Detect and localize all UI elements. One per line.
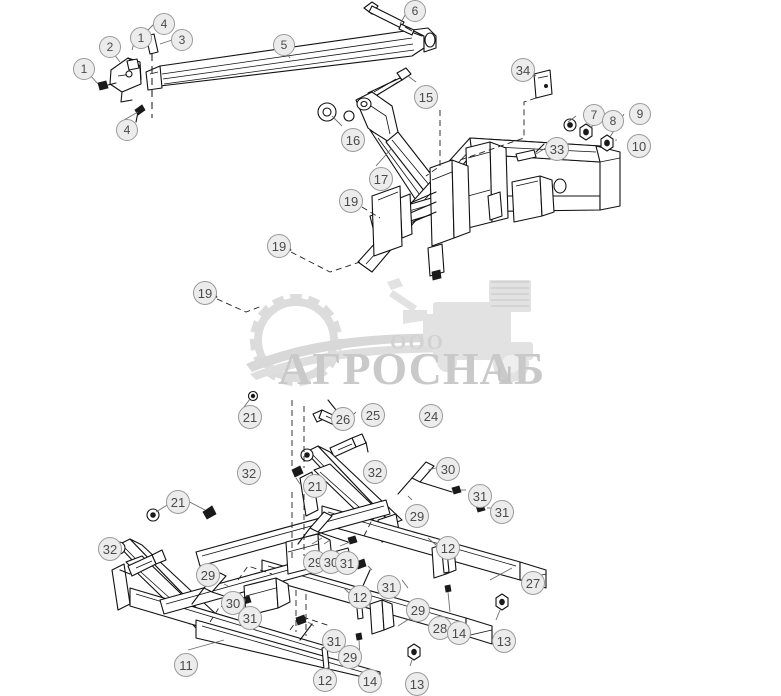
callout-19-a[interactable]: 19 [339,189,363,213]
part-7-washer [563,118,577,132]
upper-assembly [97,1,625,313]
callout-13[interactable]: 13 [492,629,516,653]
callout-2[interactable]: 2 [99,36,121,58]
callout-31-e[interactable]: 31 [377,575,401,599]
callout-30-a[interactable]: 30 [436,457,460,481]
parts-diagram-canvas: ООО АГРОСНАБ u .s{fill:none;stroke:#111;… [73,0,651,696]
part-32-bolt-a [329,433,369,458]
part-2-bracket [109,57,142,103]
callout-17[interactable]: 17 [369,167,393,191]
part-6-bolt [363,1,423,37]
callout-8[interactable]: 8 [602,110,624,132]
part-29-30-31-group-a [397,461,492,513]
callout-29-d[interactable]: 29 [406,598,430,622]
part-19-markers [201,197,381,313]
callout-1-b[interactable]: 1 [130,27,152,49]
callout-15[interactable]: 15 [414,85,438,109]
part-33-slot [515,143,545,162]
callout-4-a[interactable]: 4 [153,13,175,35]
callout-32-c[interactable]: 32 [98,537,122,561]
install-path-15 [425,110,441,177]
callout-31-d[interactable]: 31 [238,606,262,630]
part-13-nut-a [495,593,509,621]
callout-24[interactable]: 24 [419,404,443,428]
callout-19-b[interactable]: 19 [267,234,291,258]
part-14-stud-a [444,584,452,613]
callout-21-a[interactable]: 21 [238,405,262,429]
part-13-nut-b [407,643,421,667]
callout-6[interactable]: 6 [404,0,426,22]
callout-31-b[interactable]: 31 [490,500,514,524]
callout-14-b[interactable]: 14 [358,669,382,693]
callout-29-c[interactable]: 29 [196,563,220,587]
callout-32-b[interactable]: 32 [237,461,261,485]
leader-7 [567,115,577,123]
callout-16[interactable]: 16 [341,128,365,152]
callout-27[interactable]: 27 [521,571,545,595]
callout-5[interactable]: 5 [273,34,295,56]
part-21-bolt-top [243,390,259,408]
callout-31-c[interactable]: 31 [335,551,359,575]
part-21-nut-b [291,465,304,478]
callout-25[interactable]: 25 [361,403,385,427]
callout-12-c[interactable]: 12 [313,668,337,692]
callout-29-a[interactable]: 29 [405,504,429,528]
leader-27 [489,567,513,581]
callout-13-b[interactable]: 13 [405,672,429,696]
callout-33[interactable]: 33 [545,137,569,161]
part-29-30-31-group-b [297,511,358,547]
callout-10[interactable]: 10 [627,134,651,158]
callout-31-a[interactable]: 31 [468,484,492,508]
part-4-pin-bottom [134,104,146,123]
callout-21-b[interactable]: 21 [303,474,327,498]
callout-32-a[interactable]: 32 [363,460,387,484]
callout-12-a[interactable]: 12 [436,536,460,560]
callout-34[interactable]: 34 [511,58,535,82]
part-15-bolt [361,67,412,101]
part-16-bushing [317,102,337,122]
callout-19-c[interactable]: 19 [193,281,217,305]
callout-9[interactable]: 9 [629,103,651,125]
leader-11 [187,639,225,651]
part-1-bolt-left [97,80,117,91]
callout-12-b[interactable]: 12 [348,585,372,609]
callout-11[interactable]: 11 [174,653,198,677]
upper-frame-rails [357,137,621,281]
callout-1-a[interactable]: 1 [73,58,95,80]
callout-31-f[interactable]: 31 [322,629,346,653]
callout-26[interactable]: 26 [331,407,355,431]
callout-4-b[interactable]: 4 [116,119,138,141]
leader-21-b [295,477,301,485]
part-10-nut [600,134,614,152]
callout-21-c[interactable]: 21 [166,490,190,514]
callout-14-a[interactable]: 14 [447,621,471,645]
install-path-34 [459,97,537,161]
part-8-nut [579,123,593,141]
part-32-bolt-c [119,549,167,577]
callout-3[interactable]: 3 [171,29,193,51]
callout-29-e[interactable]: 29 [338,645,362,669]
